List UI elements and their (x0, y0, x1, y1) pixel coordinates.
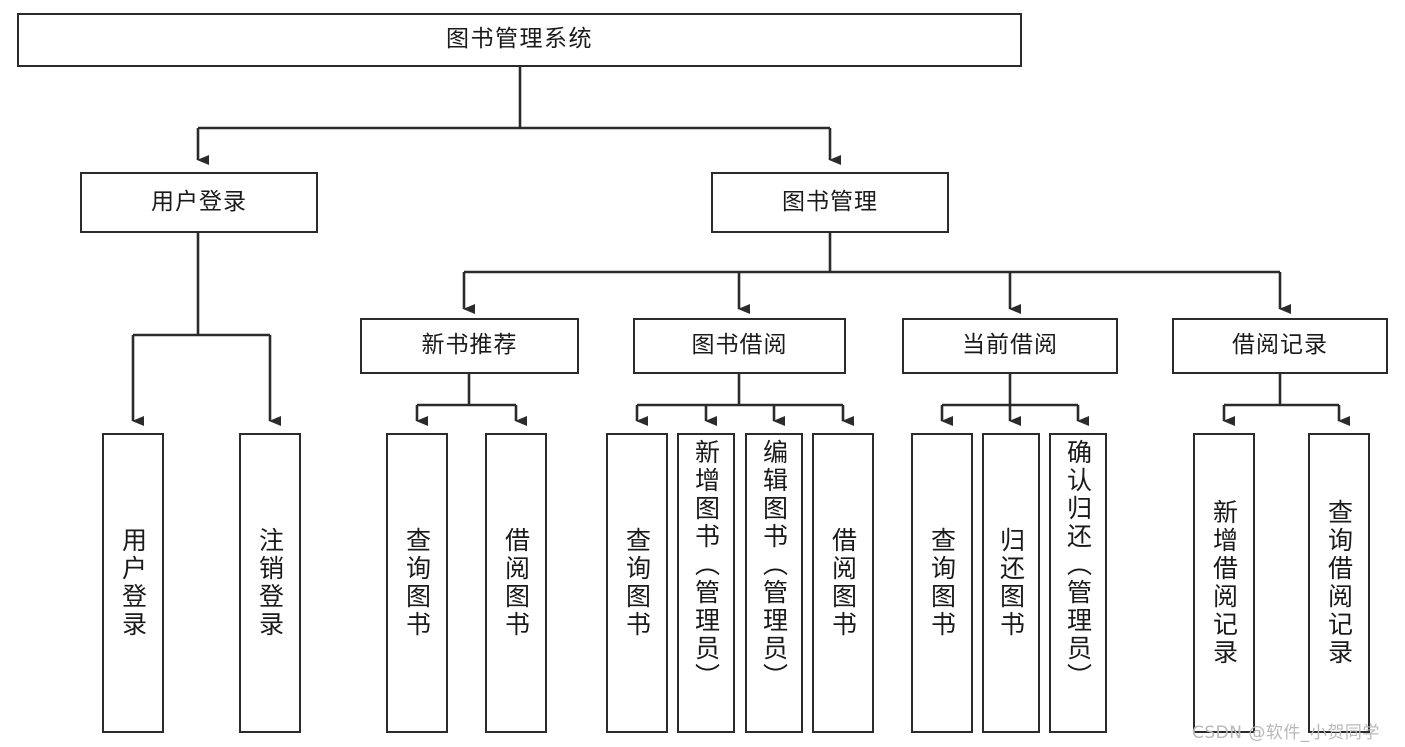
leaf-text-wrap: 查询图书 (388, 435, 446, 731)
node-label: 编辑图书（管理员） (759, 439, 789, 691)
leaf-text-wrap: 新增借阅记录 (1195, 435, 1253, 731)
node-label: 用户登录 (118, 527, 148, 639)
node-label: 用户登录 (151, 188, 247, 215)
node-label: 查询借阅记录 (1324, 499, 1354, 667)
leaf-text-wrap: 归还图书 (984, 435, 1038, 731)
leaf-text-wrap: 编辑图书（管理员） (747, 435, 801, 731)
leaf-text-wrap: 借阅图书 (814, 435, 872, 731)
node-label: 图书管理 (782, 188, 878, 215)
leaf-edit-book-admin[interactable]: 编辑图书（管理员） (745, 433, 803, 733)
leaf-text-wrap: 借阅图书 (487, 435, 545, 731)
leaf-text-wrap: 查询借阅记录 (1310, 435, 1368, 731)
leaf-borrow-book[interactable]: 借阅图书 (812, 433, 874, 733)
node-label: 当前借阅 (962, 332, 1058, 359)
node-book-borrow[interactable]: 图书借阅 (633, 318, 846, 374)
leaf-text-wrap: 注销登录 (241, 435, 299, 731)
leaf-add-borrow-record[interactable]: 新增借阅记录 (1193, 433, 1255, 733)
node-label: 注销登录 (255, 527, 285, 639)
node-label: 借阅图书 (828, 527, 858, 639)
leaf-logout[interactable]: 注销登录 (239, 433, 301, 733)
node-label: 新书推荐 (421, 332, 518, 359)
node-label: 查询图书 (927, 527, 957, 639)
node-current-borrow[interactable]: 当前借阅 (902, 318, 1118, 374)
node-root-system[interactable]: 图书管理系统 (17, 13, 1022, 67)
leaf-text-wrap: 用户登录 (104, 435, 162, 731)
node-label: 归还图书 (996, 527, 1026, 639)
leaf-query-book-current[interactable]: 查询图书 (911, 433, 973, 733)
leaf-text-wrap: 查询图书 (608, 435, 666, 731)
csdn-watermark: CSDN @软件_小贺同学 (1192, 723, 1380, 743)
leaf-user-login[interactable]: 用户登录 (102, 433, 164, 733)
leaf-query-book-recommend[interactable]: 查询图书 (386, 433, 448, 733)
node-label: 查询图书 (402, 527, 432, 639)
node-label: 确认归还（管理员） (1063, 439, 1093, 691)
node-new-book-recommend[interactable]: 新书推荐 (360, 318, 579, 374)
node-label: 新增借阅记录 (1209, 499, 1239, 667)
leaf-confirm-return-admin[interactable]: 确认归还（管理员） (1049, 433, 1107, 733)
leaf-borrow-book-recommend[interactable]: 借阅图书 (485, 433, 547, 733)
node-label: 借阅图书 (501, 527, 531, 639)
leaf-text-wrap: 确认归还（管理员） (1051, 435, 1105, 731)
node-user-login[interactable]: 用户登录 (80, 172, 318, 233)
node-label: 图书借阅 (691, 332, 788, 359)
node-label: 新增图书（管理员） (691, 439, 721, 691)
node-book-management[interactable]: 图书管理 (711, 172, 949, 233)
leaf-text-wrap: 新增图书（管理员） (679, 435, 733, 731)
node-label: 查询图书 (622, 527, 652, 639)
node-borrow-record[interactable]: 借阅记录 (1172, 318, 1388, 374)
node-label: 图书管理系统 (446, 26, 593, 53)
leaf-return-book[interactable]: 归还图书 (982, 433, 1040, 733)
leaf-query-book-borrow[interactable]: 查询图书 (606, 433, 668, 733)
leaf-add-book-admin[interactable]: 新增图书（管理员） (677, 433, 735, 733)
node-label: 借阅记录 (1232, 332, 1328, 359)
leaf-query-borrow-record[interactable]: 查询借阅记录 (1308, 433, 1370, 733)
leaf-text-wrap: 查询图书 (913, 435, 971, 731)
